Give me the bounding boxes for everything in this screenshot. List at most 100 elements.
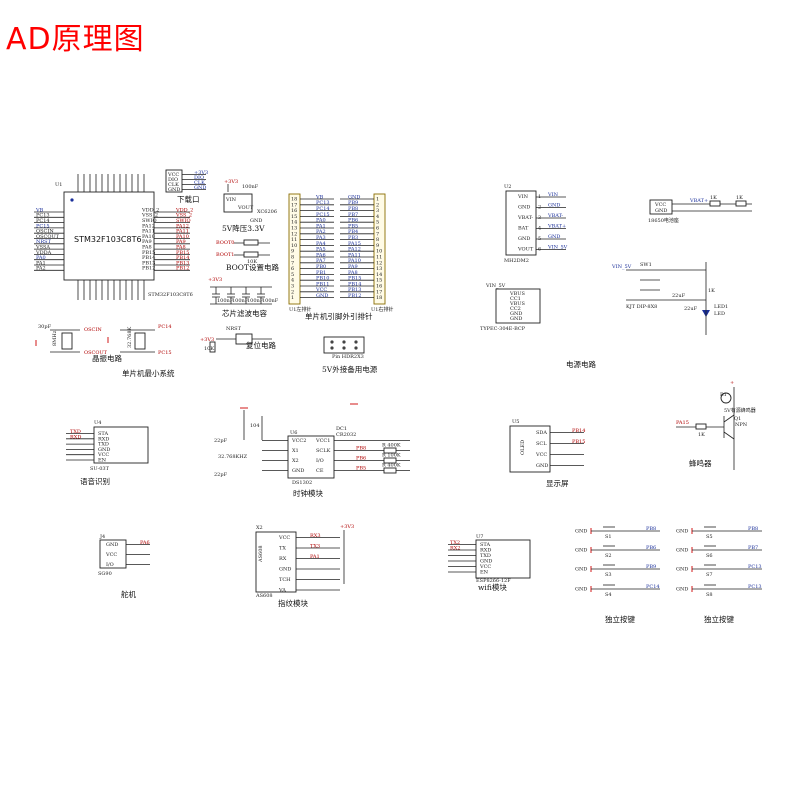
right-header-net: PB14 xyxy=(348,281,361,287)
buzzer-q: Q1 xyxy=(734,416,741,422)
power-chip-pin: VOUT xyxy=(517,247,534,253)
power-net: VIN_5V xyxy=(547,245,568,251)
key-net: PC13 xyxy=(748,584,762,590)
key-gnd: GND xyxy=(575,529,587,535)
mcu-pin-right-net: PA9 xyxy=(176,239,186,245)
right-header-pin-num: 5 xyxy=(376,220,379,226)
finger-net: PA1 xyxy=(310,554,320,560)
usb-pin: CC1 xyxy=(510,296,521,302)
left-header xyxy=(288,193,301,305)
right-header-pin-num: 10 xyxy=(376,249,382,255)
oled-module-name: OLED xyxy=(520,440,526,455)
left-header-pin-num: 9 xyxy=(291,249,294,255)
download-net: GND xyxy=(194,185,206,191)
key-net: PB9 xyxy=(646,564,656,570)
mcu-pin-right: PB14 xyxy=(142,255,155,261)
mcu-pin-right-net: PA8 xyxy=(176,245,186,251)
wifi-net: TX2 xyxy=(450,540,460,546)
key-ref: S7 xyxy=(706,572,713,578)
crystal-8mhz-label: 8MHz xyxy=(52,330,58,346)
finger-module-caption: AS608 xyxy=(255,593,273,599)
bat-vcc: VCC xyxy=(654,202,666,208)
download-net: DIO xyxy=(194,175,204,181)
key-gnd: GND xyxy=(575,548,587,554)
right-header-pin-num: 6 xyxy=(376,226,379,232)
mcu-pin-right: PB13 xyxy=(142,260,155,266)
mcu-pin-right-net: PA11 xyxy=(176,229,189,235)
filter-net: +3V3 xyxy=(208,277,222,283)
key-net: PB6 xyxy=(646,545,656,551)
usb-pin: CC2 xyxy=(510,306,521,312)
mcu-pin-left: PA1 xyxy=(36,260,46,266)
key-net: PC13 xyxy=(748,564,762,570)
right-header-pin-num: 17 xyxy=(376,289,382,295)
finger-net: RX3 xyxy=(310,533,321,539)
mcu-pin-left: PC13 xyxy=(36,213,50,219)
oled-pin: SDA xyxy=(536,430,547,436)
mcu-pin-right: VDD_2 xyxy=(141,207,159,213)
servo-module-name: SG90 xyxy=(98,571,112,577)
right-header-pin-num: 16 xyxy=(376,284,382,290)
oled-net: PB15 xyxy=(572,439,585,445)
reset-label: 复位电路 xyxy=(246,340,276,350)
mcu-pin-left: VB xyxy=(35,207,44,213)
left-header-net: PB11 xyxy=(316,281,329,287)
usb-pin: VBUS xyxy=(509,291,525,297)
voice-ref: U4 xyxy=(94,420,101,426)
mcu-pin-left: PA2 xyxy=(36,266,46,272)
wifi-pin: EN xyxy=(480,570,489,576)
clock-resistor: R 400K xyxy=(382,463,401,469)
right-header xyxy=(373,193,386,305)
right-header-net: PB5 xyxy=(348,223,358,229)
mcu-pin-left: PC14 xyxy=(36,218,50,224)
reg-cap: 100nF xyxy=(242,184,259,190)
reg-vout: VOUT xyxy=(237,205,254,211)
power-net: VIN xyxy=(547,192,559,198)
power-pin-num: 4 xyxy=(538,226,541,232)
download-pin: GND xyxy=(168,187,180,193)
voice-net: RXD xyxy=(70,434,81,440)
clock-net: PB8 xyxy=(356,446,366,452)
mcu-pin-right: SWIO xyxy=(142,218,157,224)
filter-cap-value: 100nF xyxy=(247,298,264,304)
mcu-pin-right-net: PB15 xyxy=(176,250,189,256)
clock-c: 104 xyxy=(250,423,260,429)
key-net: PB8 xyxy=(646,526,656,532)
power-pin-num: 1 xyxy=(538,194,541,200)
key-ref: S1 xyxy=(605,534,612,540)
left-header-net: PA1 xyxy=(316,223,326,229)
left-header-pin-num: 14 xyxy=(291,220,297,226)
key-ref: S2 xyxy=(605,553,612,559)
wifi-pin: TXD xyxy=(480,553,491,559)
power-cap2: 22uF xyxy=(684,306,698,312)
mcu-pin-right: PA12 xyxy=(142,223,155,229)
voice-pin: VCC xyxy=(97,452,109,458)
mcu-pin-right-net: PB13 xyxy=(176,260,189,266)
left-header-net: PB10 xyxy=(316,276,329,282)
right-header-net: PA9 xyxy=(348,264,358,270)
buzzer-net: PA15 xyxy=(676,420,689,426)
reset-section: +3V3 10K NRST 复位电路 xyxy=(200,326,276,353)
left-header-pin-num: 7 xyxy=(291,260,294,266)
key-net: PC14 xyxy=(646,584,660,590)
servo-pin: VCC xyxy=(105,552,117,558)
filter-cap-value: 100nF xyxy=(262,298,279,304)
finger-label: 指纹模块 xyxy=(278,598,308,608)
key-ref: S6 xyxy=(706,553,713,559)
left-header-pin-num: 2 xyxy=(291,289,294,295)
buzzer-ref: B1 xyxy=(720,392,727,398)
left-header-net: PC15 xyxy=(316,212,330,218)
reg-vin: VIN xyxy=(225,197,237,203)
key-gnd: GND xyxy=(676,567,688,573)
keys-a-label: 独立按键 xyxy=(605,614,635,624)
left-header-pin-num: 11 xyxy=(291,237,297,243)
clock-crystal: 32.768KHZ xyxy=(218,454,248,460)
right-header-pin-num: 9 xyxy=(376,243,379,249)
power5v-label: 5V外接备用电源 xyxy=(322,364,378,374)
power-r2: 1K xyxy=(736,195,743,201)
